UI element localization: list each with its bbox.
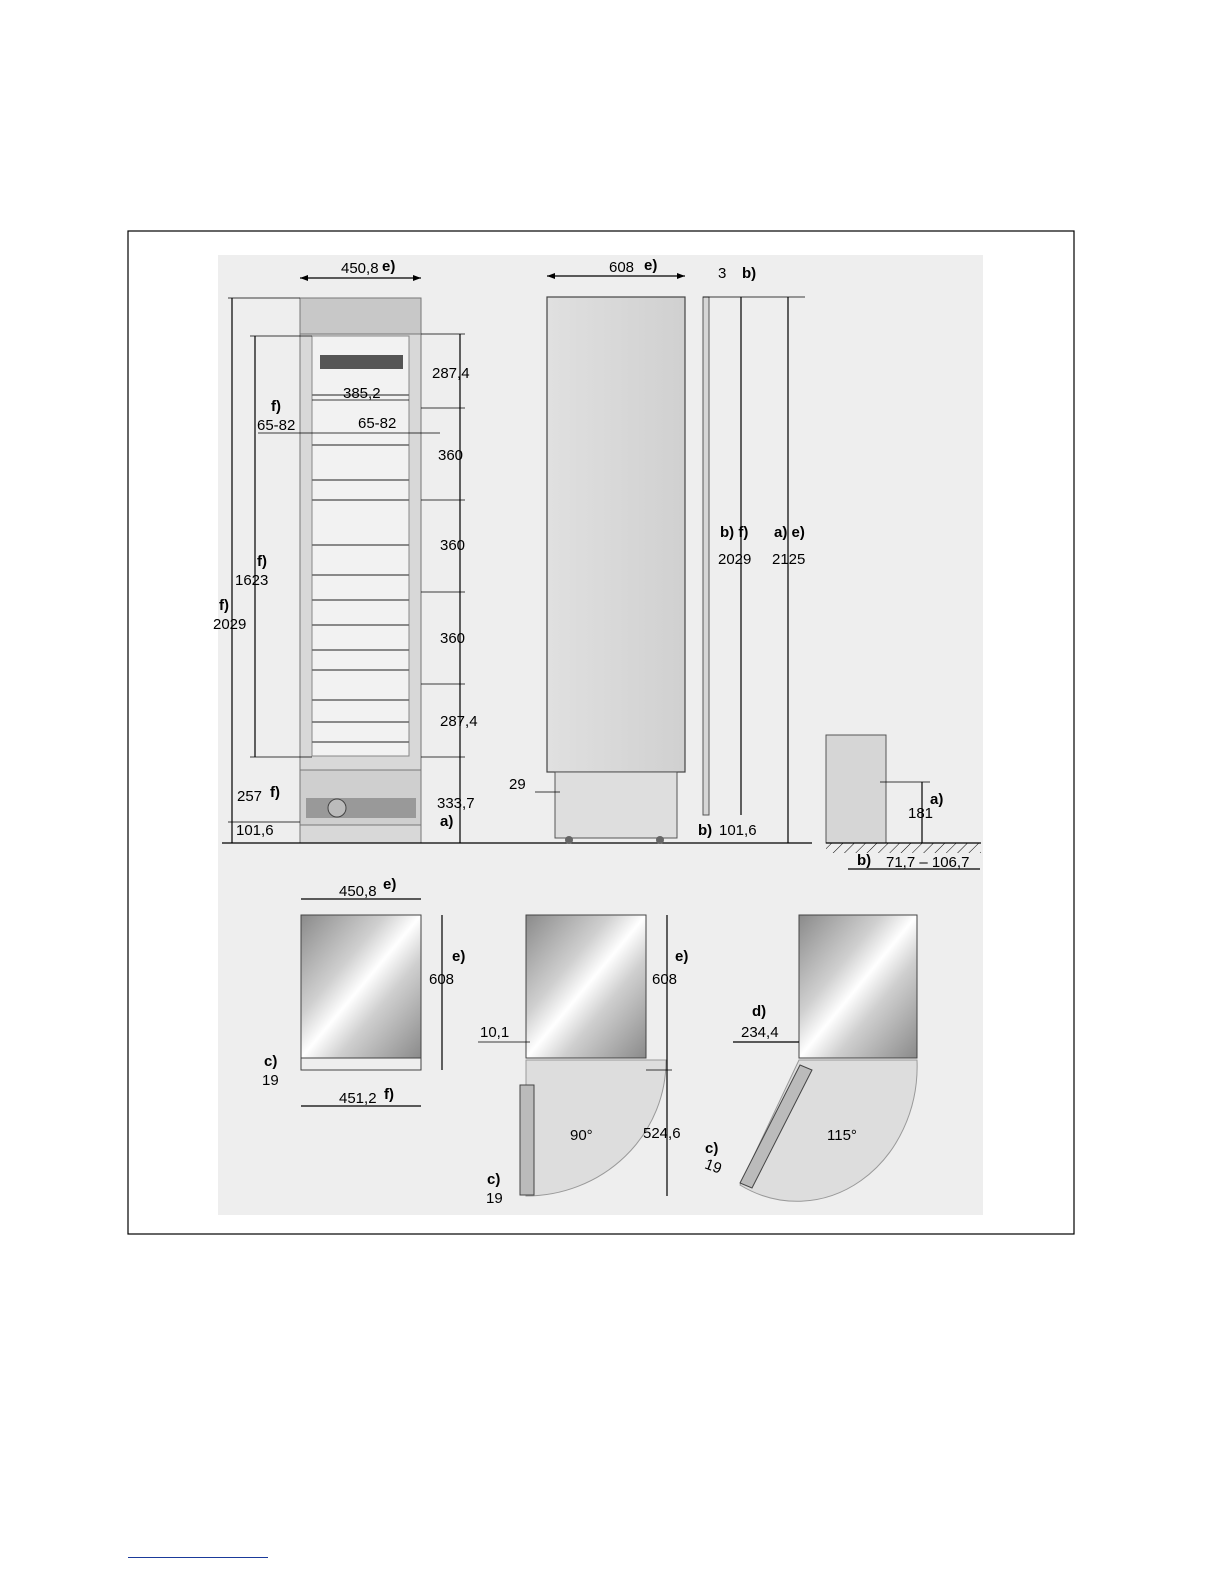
side-gap-top-tag: b) [742, 265, 756, 282]
detail-range: 71,7 – 106,7 [886, 854, 969, 871]
detail-height: 181 [908, 805, 933, 822]
control-panel [320, 355, 403, 369]
side-door-height: 2029 [718, 551, 751, 568]
front-h4: 360 [440, 630, 465, 647]
side-wheel-front [565, 836, 573, 844]
side-base-height-tag: b) [698, 822, 712, 839]
front-left-inner-tag: f) [257, 553, 267, 570]
front-h6: 333,7 [437, 795, 475, 812]
closed-depth-tag: e) [452, 948, 465, 965]
detail-body [826, 735, 886, 843]
side-door [703, 297, 709, 815]
closed-door-width: 451,2 [339, 1090, 377, 1107]
side-total-height: 2125 [772, 551, 805, 568]
front-h3: 360 [440, 537, 465, 554]
open115-door-tag: c) [705, 1140, 718, 1157]
open90-cabinet [526, 915, 646, 1058]
side-plinth-offset: 29 [509, 776, 526, 793]
open90-swing: 524,6 [643, 1125, 681, 1142]
open90-door-thickness: 19 [486, 1190, 503, 1207]
front-h6-tag: a) [440, 813, 453, 830]
front-left-base-tag: f) [270, 784, 280, 801]
side-wheel-rear [656, 836, 664, 844]
front-left-base: 257 [237, 788, 262, 805]
open90-angle: 90° [570, 1127, 593, 1144]
footnote-rule [128, 1557, 268, 1558]
open90-depth-tag: e) [675, 948, 688, 965]
side-depth: 608 [609, 259, 634, 276]
front-top-panel [300, 298, 421, 334]
front-left-inner: 1623 [235, 572, 268, 589]
detail-range-tag: b) [857, 852, 871, 869]
front-h5: 287,4 [440, 713, 478, 730]
open115-angle: 115° [827, 1127, 857, 1144]
closed-width-tag: e) [383, 876, 396, 893]
side-cabinet [547, 297, 685, 772]
detail-floor [826, 843, 981, 853]
front-spacing-tag: f) [271, 398, 281, 415]
front-spacing-right: 65-82 [358, 415, 396, 432]
closed-depth: 608 [429, 971, 454, 988]
fan-icon [328, 799, 346, 817]
front-inner-width: 385,2 [343, 385, 381, 402]
open115-clearance-tag: d) [752, 1003, 766, 1020]
front-left-total-tag: f) [219, 597, 229, 614]
base-vent [306, 798, 416, 818]
open115-cabinet [799, 915, 917, 1058]
open90-offset: 10,1 [480, 1024, 509, 1041]
side-base-height: 101,6 [719, 822, 757, 839]
side-total-height-tag: a) e) [774, 524, 805, 541]
open90-door [520, 1085, 534, 1195]
closed-door-thickness: 19 [262, 1072, 279, 1089]
side-gap-top: 3 [718, 265, 726, 282]
front-h1: 287,4 [432, 365, 470, 382]
closed-cabinet [301, 915, 421, 1058]
closed-door [301, 1058, 421, 1070]
side-door-height-tag: b) f) [720, 524, 748, 541]
closed-door-width-tag: f) [384, 1086, 394, 1103]
front-width-top: 450,8 [341, 260, 379, 277]
open90-depth: 608 [652, 971, 677, 988]
front-left-bottom: 101,6 [236, 822, 274, 839]
front-width-top-tag: e) [382, 258, 395, 275]
front-left-total: 2029 [213, 616, 246, 633]
closed-door-tag: c) [264, 1053, 277, 1070]
closed-width: 450,8 [339, 883, 377, 900]
front-spacing-left: 65-82 [257, 417, 295, 434]
open90-door-tag: c) [487, 1171, 500, 1188]
side-depth-tag: e) [644, 257, 657, 274]
front-h2: 360 [438, 447, 463, 464]
side-plinth [555, 772, 677, 838]
open115-clearance: 234,4 [741, 1024, 779, 1041]
